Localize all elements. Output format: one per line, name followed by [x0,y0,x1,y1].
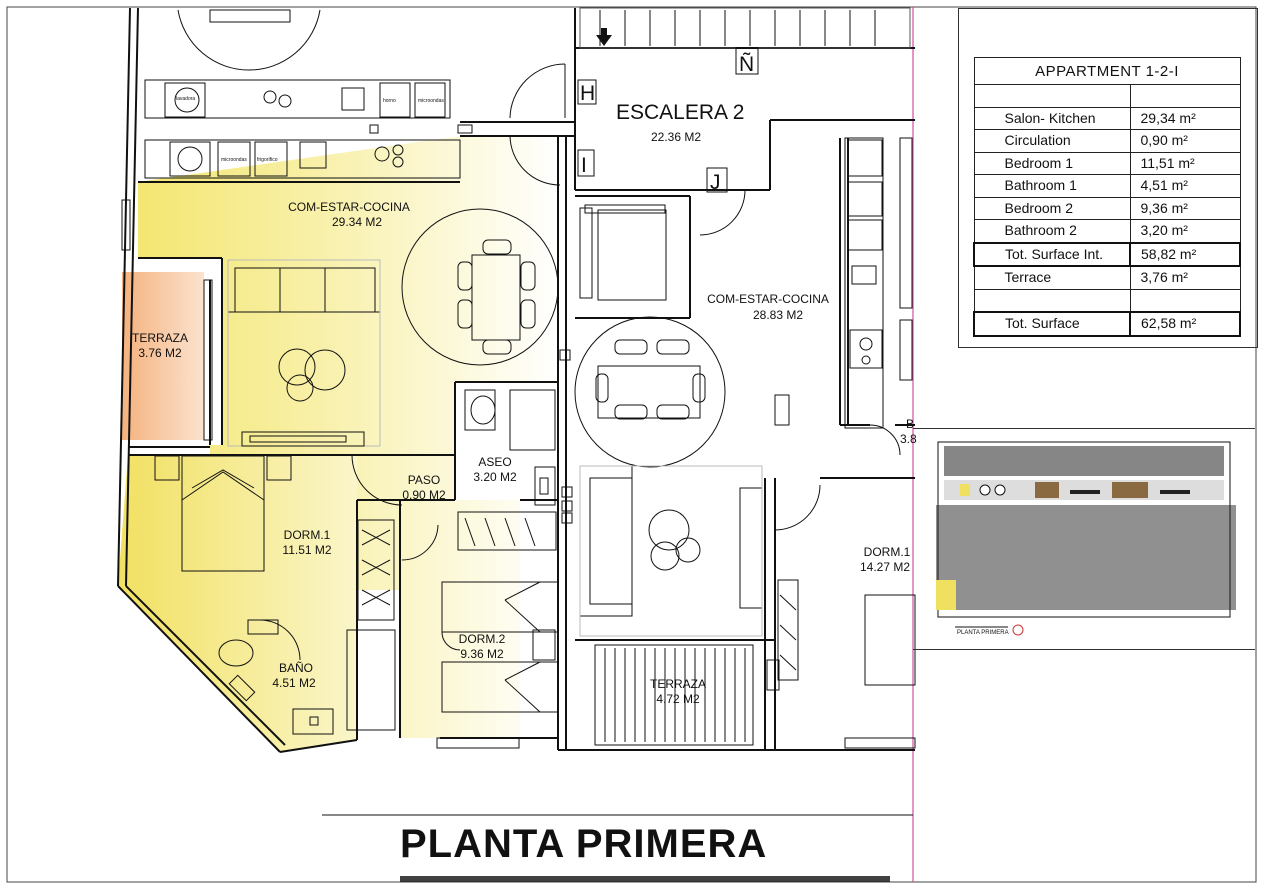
row-value [1129,84,1241,108]
appliance-microwave-label: microondas [418,98,444,104]
top-table-outline [177,9,321,71]
row-label: Tot. Surface [973,311,1131,337]
row-value: 62,58 m² [1129,311,1241,337]
room-name-dorm1-right: DORM.1 [864,545,911,559]
thumbnail-caption: PLANTA PRIMERA [957,630,1009,636]
row-label: Bedroom 2 [973,196,1131,220]
stair-name: ESCALERA 2 [616,101,744,124]
stair-area: 22.36 M2 [651,130,701,144]
row-label: Terrace [973,265,1131,290]
row-label: Circulation [973,129,1131,153]
stair-letter-i: I [581,154,587,177]
table-row [973,84,1241,108]
room-name-terrace-left: TERRAZA [132,331,188,345]
hatching [361,10,876,742]
room-name-toilet: ASEO [478,455,511,469]
stair-letter-h: H [580,82,595,105]
room-area-passage: 0.90 M2 [402,488,446,502]
row-label: Bathroom 2 [973,219,1131,243]
appliance-washer-label: lavadora [176,96,195,102]
room-area-living-right: 28.83 M2 [753,308,803,322]
site-thumbnail [936,441,1236,636]
row-label: Bedroom 1 [973,151,1131,175]
appliance-fridge-label: frigorífico [257,157,278,163]
room-name-terrace-right: TERRAZA [650,677,706,691]
row-value [1129,288,1241,313]
room-area-dorm1-right: 14.27 M2 [860,560,910,574]
appliance-microwave2-label: microondas [221,157,247,163]
row-label: Salon- Kitchen [973,106,1131,130]
room-name-living-right: COM-ESTAR-COCINA [707,292,829,306]
row-value: 9,36 m² [1129,196,1241,220]
terrace-left-fill [122,272,204,440]
row-label: Bathroom 1 [973,174,1131,198]
stair-letter-n: Ñ [739,52,754,76]
stair-letter-j: J [710,171,721,194]
room-name-bath-left: BAÑO [279,661,313,675]
room-name-passage: PASO [408,473,440,487]
room-area-dorm1-left: 11.51 M2 [282,543,331,557]
room-area-terrace-left: 3.76 M2 [138,346,182,360]
fixtures [121,7,916,749]
room-area-toilet: 3.20 M2 [473,470,517,484]
row-value: 29,34 m² [1129,106,1241,130]
drawing-title: PLANTA PRIMERA [400,822,767,866]
row-value: 3,20 m² [1129,219,1241,243]
area-table-panel [958,8,1258,348]
doors [259,63,901,661]
room-name-dorm2-left: DORM.2 [459,632,506,646]
row-value: 3,76 m² [1129,265,1241,290]
room-area-cut: 3.8 [900,432,917,446]
row-value: 11,51 m² [1129,151,1241,175]
stair-arrow-icon [596,35,612,46]
room-area-bath-left: 4.51 M2 [272,676,316,690]
room-area-living-left: 29.34 M2 [332,215,382,229]
room-name-dorm1-left: DORM.1 [284,528,331,542]
table-row: Tot. Surface Int.58,82 m² [973,241,1241,267]
room-name-cut: B [906,417,914,431]
row-label [973,84,1131,108]
row-value: 58,82 m² [1129,241,1241,267]
thumbnail-frame [913,428,1255,650]
row-value: 0,90 m² [1129,129,1241,153]
appliance-oven-label: horno [383,98,396,104]
row-value: 4,51 m² [1129,174,1241,198]
room-area-terrace-right: 4.72 M2 [656,692,700,706]
table-title: APPARTMENT 1-2-I [973,57,1241,85]
room-area-dorm2-left: 9.36 M2 [460,647,504,661]
room-name-living-left: COM-ESTAR-COCINA [288,200,410,214]
table-row [973,288,1241,313]
row-label [973,288,1131,313]
row-label: Tot. Surface Int. [973,241,1131,267]
